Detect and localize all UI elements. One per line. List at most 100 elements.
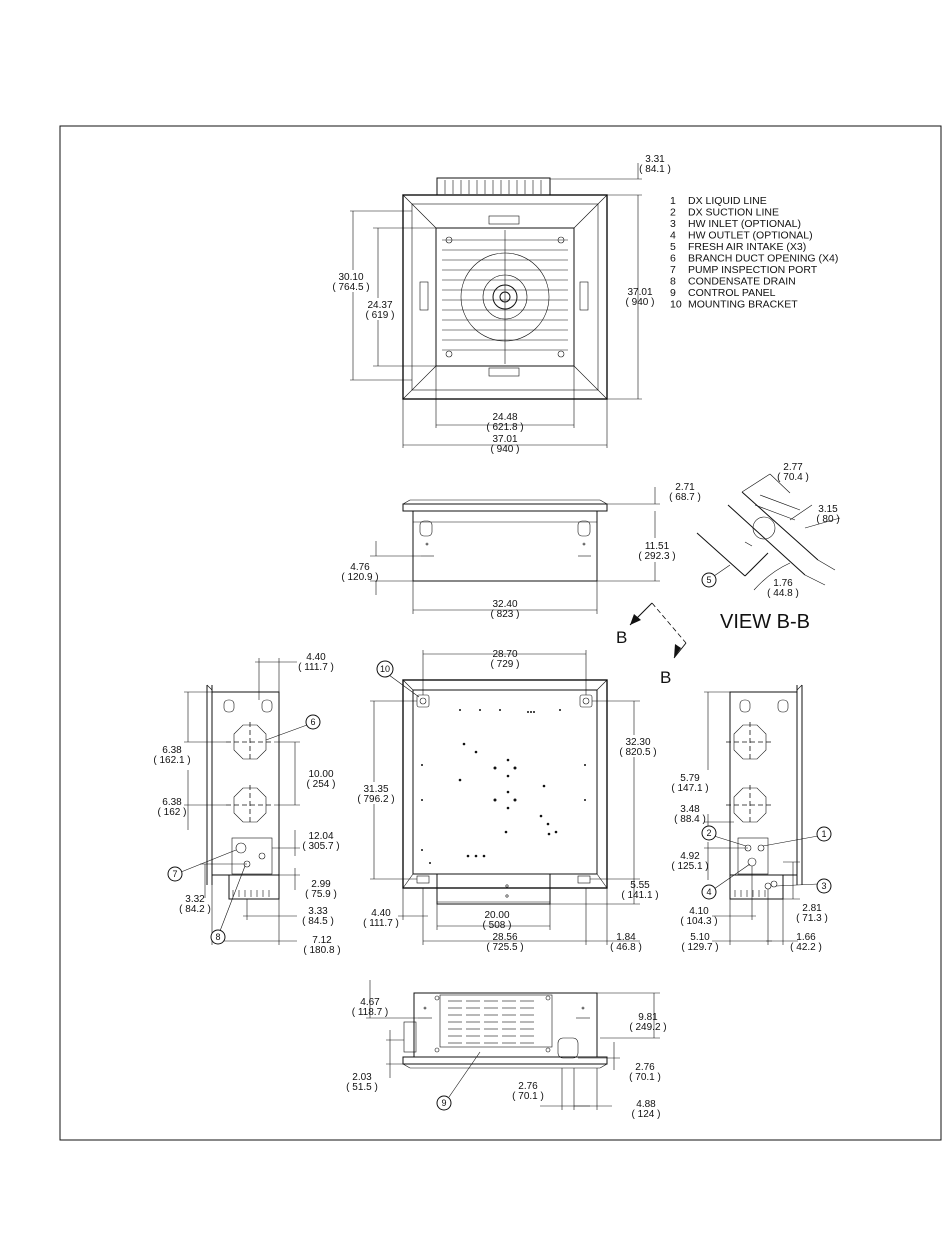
dim-4-10-mm: ( 104.3 ) [680, 916, 717, 927]
dim-3-32: 3.32 [185, 894, 205, 905]
legend-num-5: 5 [670, 241, 676, 253]
dim-5-79-mm: ( 147.1 ) [671, 783, 708, 794]
legend-num-1: 1 [670, 195, 676, 207]
dim-3-15: 3.15 [818, 504, 838, 515]
dim-6-38-b: 6.38 [162, 797, 182, 808]
dim-10-00-mm: ( 254 ) [307, 779, 336, 790]
callout-6-bubble [305, 714, 321, 730]
dim-32-30: 32.30 [625, 737, 650, 748]
legend-num-10: 10 [670, 299, 682, 311]
dim-24-48: 24.48 [492, 412, 517, 423]
dim-4-10: 4.10 [689, 906, 709, 917]
callout-5-label: 5 [706, 575, 711, 585]
dim-4-40-left: 4.40 [306, 652, 326, 663]
view-b-b-title: VIEW B-B [720, 611, 810, 633]
legend-label-2: DX SUCTION LINE [688, 207, 779, 219]
legend-num-3: 3 [670, 218, 676, 230]
callout-7-label: 7 [172, 869, 177, 879]
callout-3-label: 3 [821, 881, 826, 891]
callout-6-label: 6 [310, 717, 315, 727]
dim-2-76-right: 2.76 [635, 1062, 655, 1073]
dim-2-99-mm: ( 75.9 ) [305, 889, 337, 900]
dim-24-37: 24.37 [367, 300, 392, 311]
legend-num-2: 2 [670, 207, 676, 219]
callout-8-bubble [210, 929, 226, 945]
dim-4-67: 4.67 [360, 997, 380, 1008]
dim-5-79: 5.79 [680, 773, 700, 784]
legend-label-3: HW INLET (OPTIONAL) [688, 218, 801, 230]
callout-1-label: 1 [821, 829, 826, 839]
dim-37-01-v: 37.01 [627, 287, 652, 298]
dim-1-66: 1.66 [796, 932, 816, 943]
dim-3-33-mm: ( 84.5 ) [302, 916, 334, 927]
dim-3-31: 3.31 [645, 154, 665, 165]
callout-1-bubble [816, 826, 832, 842]
dim-28-70: 28.70 [492, 649, 517, 660]
dim-3-33: 3.33 [308, 906, 328, 917]
legend-num-7: 7 [670, 264, 676, 276]
dim-4-40-left-mm: ( 111.7 ) [298, 662, 334, 673]
dim-1-84: 1.84 [616, 932, 636, 943]
legend-num-4: 4 [670, 230, 676, 242]
legend-label-4: HW OUTLET (OPTIONAL) [688, 230, 813, 242]
dim-7-12-mm: ( 180.8 ) [303, 945, 340, 956]
left-side-view: 4.40 ( 111.7 ) 6.38 ( 162.1 ) 6.38 ( 162… [153, 652, 340, 956]
dim-1-76-mm: ( 44.8 ) [767, 588, 799, 599]
dim-4-92-mm: ( 125.1 ) [671, 861, 708, 872]
dim-2-81: 2.81 [802, 903, 822, 914]
legend-label-9: CONTROL PANEL [688, 287, 776, 299]
dim-3-15-mm: ( 80 ) [816, 514, 839, 525]
dim-2-76-center-mm: ( 70.1 ) [512, 1091, 544, 1102]
dim-2-71: 2.71 [675, 482, 695, 493]
callout-5-bubble [701, 572, 717, 588]
dim-12-04: 12.04 [308, 831, 333, 842]
dim-37-01-h: 37.01 [492, 434, 517, 445]
dim-28-70-mm: ( 729 ) [491, 659, 520, 670]
section-letter-b-top: B [616, 628, 627, 647]
dim-4-76-mm: ( 120.9 ) [341, 572, 378, 583]
dim-20-00: 20.00 [484, 910, 509, 921]
callout-7-bubble [167, 866, 183, 882]
callout-9-bubble [436, 1095, 452, 1111]
legend-label-8: CONDENSATE DRAIN [688, 276, 796, 288]
callout-8-label: 8 [215, 932, 220, 942]
dim-2-03-mm: ( 51.5 ) [346, 1082, 378, 1093]
dim-24-37-mm: ( 619 ) [366, 310, 395, 321]
dim-37-01-h-mm: ( 940 ) [491, 444, 520, 455]
dim-30-10-mm: ( 764.5 ) [332, 282, 369, 293]
dim-32-40-mm: ( 823 ) [491, 609, 520, 620]
callout-4-bubble [701, 884, 717, 900]
dim-32-30-mm: ( 820.5 ) [619, 747, 656, 758]
dim-3-48-mm: ( 88.4 ) [674, 814, 706, 825]
callout-10-label: 10 [380, 664, 390, 674]
dim-6-38-a: 6.38 [162, 745, 182, 756]
dim-4-40-bottom: 4.40 [371, 908, 391, 919]
dim-4-76: 4.76 [350, 562, 370, 573]
dim-31-35-mm: ( 796.2 ) [357, 794, 394, 805]
dim-2-81-mm: ( 71.3 ) [796, 913, 828, 924]
legend-num-8: 8 [670, 276, 676, 288]
dim-9-81: 9.81 [638, 1012, 658, 1023]
dim-1-66-mm: ( 42.2 ) [790, 942, 822, 953]
dim-6-38-a-mm: ( 162.1 ) [153, 755, 190, 766]
top-view: 3.31 ( 84.1 ) 37.01 ( 940 ) 30.10 ( 764.… [332, 154, 670, 455]
drawing-frame [59, 125, 942, 1141]
legend-label-5: FRESH AIR INTAKE (X3) [688, 241, 806, 253]
bottom-view: 28.70 ( 729 ) 31.35 ( 796.2 ) 32.30 ( 82… [357, 649, 658, 953]
dim-3-48: 3.48 [680, 804, 700, 815]
dim-6-38-b-mm: ( 162 ) [158, 807, 187, 818]
dim-9-81-mm: ( 249.2 ) [629, 1022, 666, 1033]
dim-28-56: 28.56 [492, 932, 517, 943]
legend: 1 DX LIQUID LINE 2 DX SUCTION LINE 3 HW … [670, 195, 838, 311]
dim-1-76: 1.76 [773, 578, 793, 589]
right-side-view: 5.79 ( 147.1 ) 3.48 ( 88.4 ) 4.92 ( 125.… [671, 684, 832, 953]
dim-2-76-right-mm: ( 70.1 ) [629, 1072, 661, 1083]
legend-num-9: 9 [670, 287, 676, 299]
dim-4-88: 4.88 [636, 1099, 656, 1110]
legend-label-6: BRANCH DUCT OPENING (X4) [688, 253, 838, 265]
dim-5-55-mm: ( 141.1 ) [621, 890, 658, 901]
view-b-b: 2.77 ( 70.4 ) 3.15 ( 80 ) 1.76 ( 44.8 ) … [696, 462, 841, 633]
dim-2-99: 2.99 [311, 879, 331, 890]
dim-1-84-mm: ( 46.8 ) [610, 942, 642, 953]
